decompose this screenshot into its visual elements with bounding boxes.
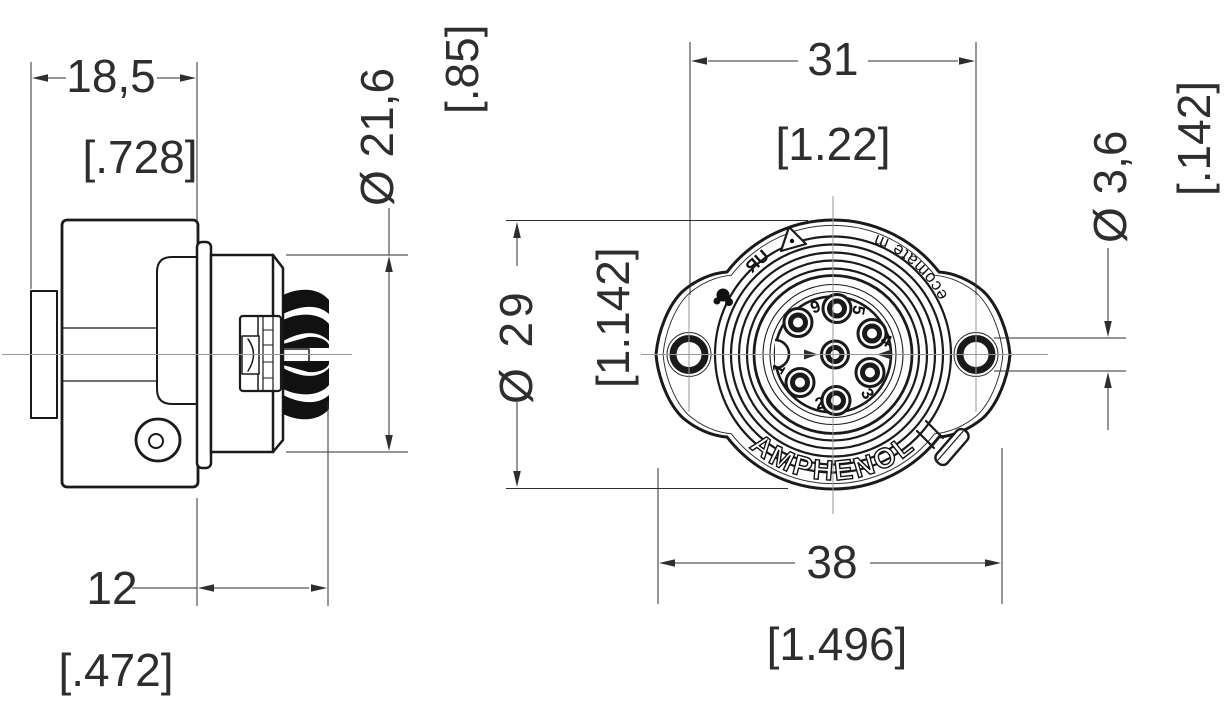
contact-3 (854, 357, 886, 388)
contact-2 (820, 385, 852, 416)
contact-6 (782, 307, 814, 338)
dim-3-6: Ø 3,6 [.142] (994, 81, 1220, 430)
dim-31-mm: 31 (807, 33, 858, 85)
dim-18-5-inch: [.728] (82, 131, 197, 183)
spring-fingers-lower (283, 361, 329, 420)
spring-fingers-upper (283, 289, 329, 348)
dim-31-inch: [1.22] (775, 118, 890, 170)
contact-1 (784, 367, 816, 398)
contact-5 (821, 293, 853, 324)
dim-18-5: 18,5 [.728] (30, 50, 198, 289)
dim-21-6-mm: Ø 21,6 (351, 68, 403, 206)
dim-12-mm: 12 (86, 562, 137, 614)
dim-29-inch: [1.142] (587, 247, 639, 388)
dim-3-6-inch: [.142] (1168, 81, 1220, 196)
pin-label-5: 5 (848, 304, 868, 317)
contact-insert-section (238, 314, 283, 393)
dim-29-mm: Ø 29 (490, 288, 542, 404)
side-view (2, 218, 352, 489)
dim-3-6-mm: Ø 3,6 (1084, 130, 1136, 243)
center-contact-stub (281, 348, 310, 363)
front-view: 1 2 3 4 5 6 AMPHENOL ecomate m ЯU (641, 196, 1048, 514)
coupling-silhouette (156, 256, 199, 405)
dim-38-mm: 38 (806, 536, 857, 588)
dim-31: 31 [1.22] (689, 33, 977, 295)
dim-18-5-mm: 18,5 (66, 50, 156, 102)
solder-tab (915, 419, 970, 467)
dim-12-inch: [.472] (58, 644, 173, 696)
dim-12: 12 [.472] (58, 402, 329, 696)
dim-21-6: Ø 21,6 [.85] (286, 24, 488, 453)
contact-4 (856, 318, 888, 349)
dim-29: Ø 29 [1.142] (490, 220, 808, 489)
dim-38-inch: [1.496] (767, 618, 908, 670)
dim-21-6-inch: [.85] (436, 24, 488, 114)
certification-logo-mark (713, 288, 733, 306)
dim-38: 38 [1.496] (657, 448, 1003, 670)
recycling-triangle-icon (779, 225, 808, 253)
